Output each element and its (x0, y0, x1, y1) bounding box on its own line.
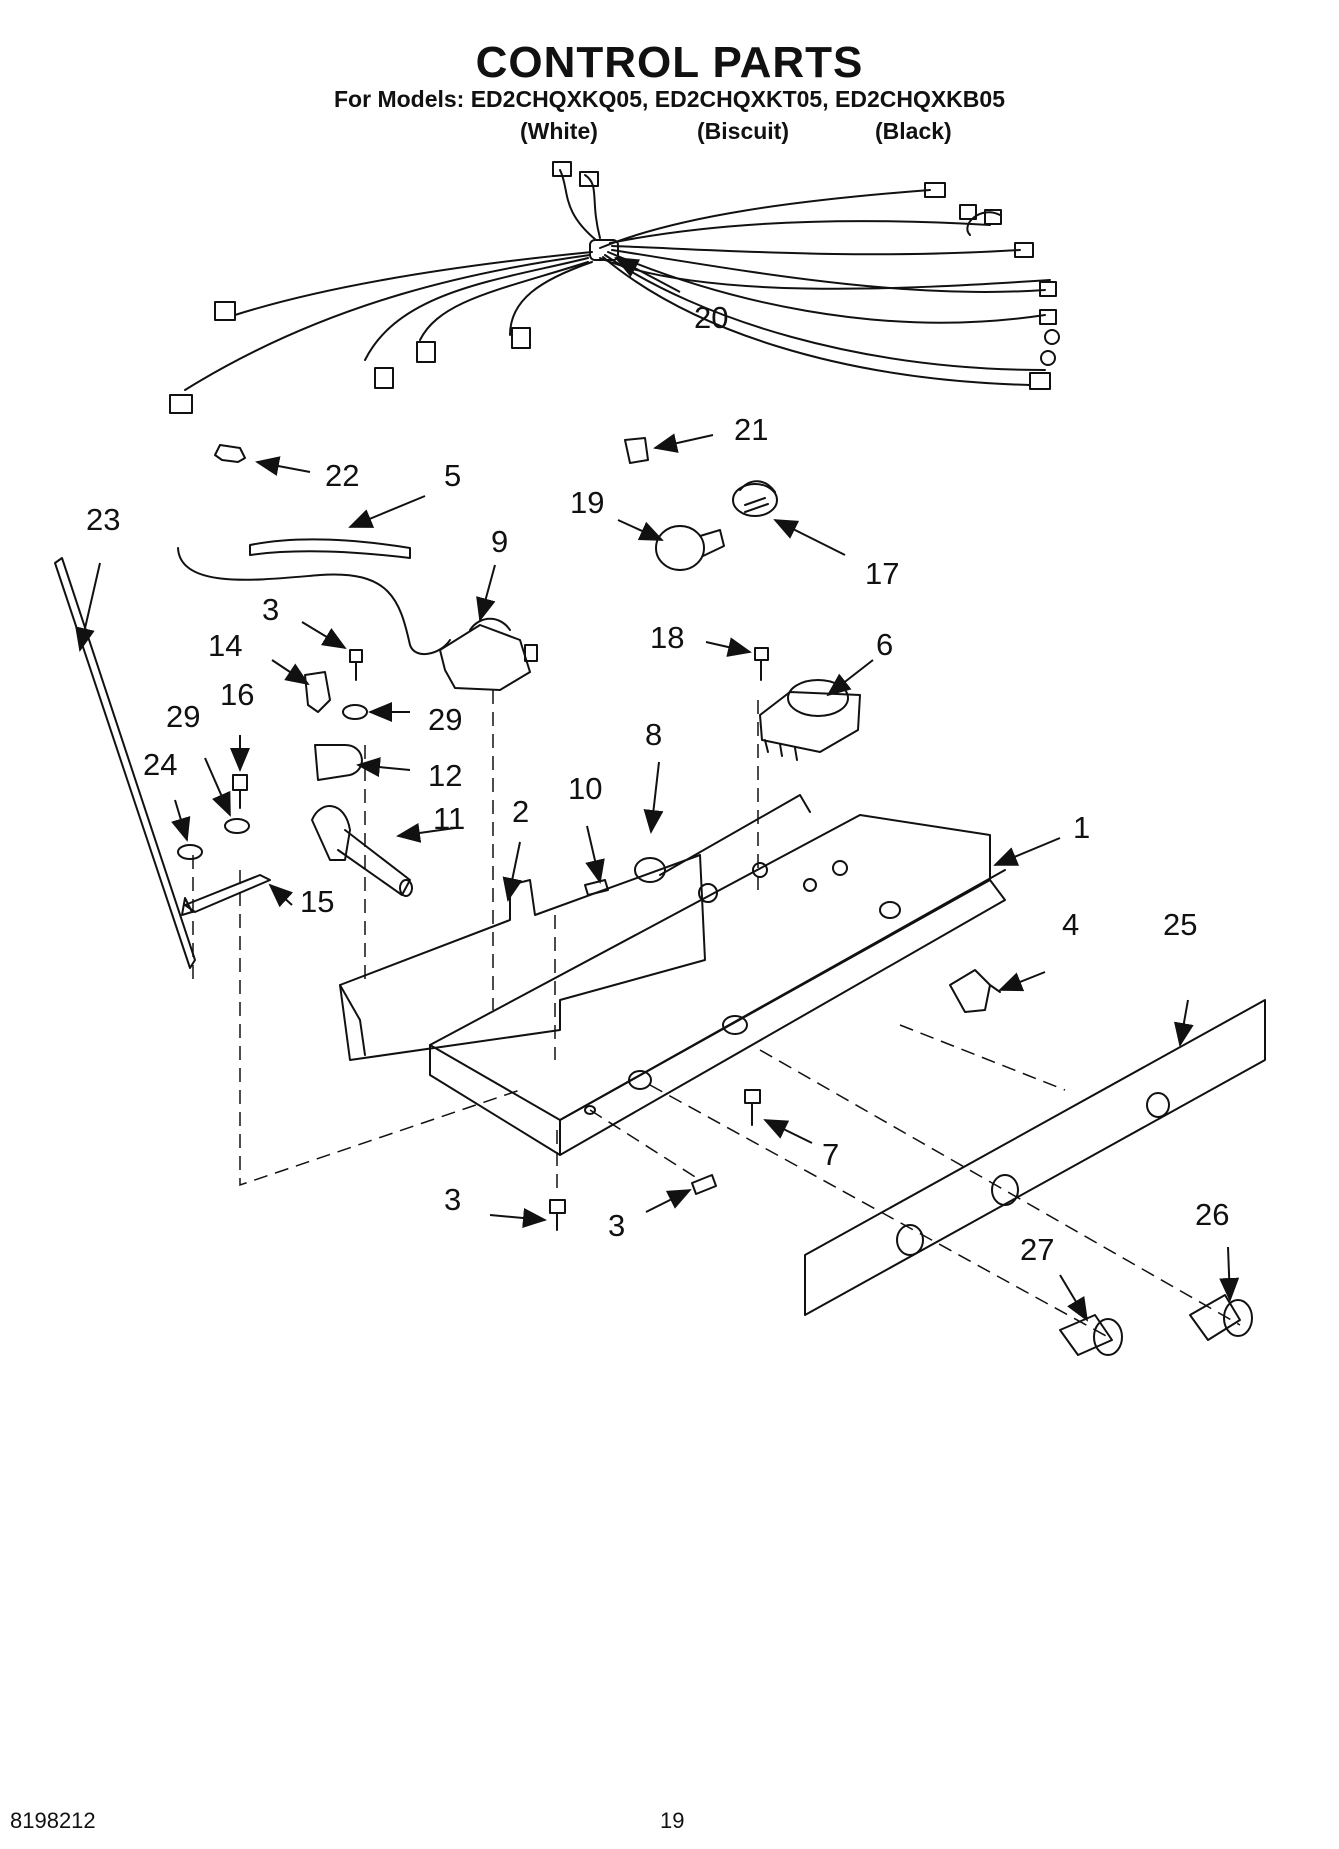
callout-26: 26 (1195, 1197, 1229, 1232)
callout-25: 25 (1163, 907, 1197, 942)
callout-23: 23 (86, 502, 120, 537)
models-line: For Models: ED2CHQXKQ05, ED2CHQXKT05, ED… (334, 86, 1005, 112)
page-number: 19 (660, 1808, 685, 1833)
shaft-11 (311, 805, 413, 897)
alignment-lines (192, 690, 1241, 1338)
doc-number: 8198212 (10, 1808, 96, 1833)
callout-18: 18 (650, 620, 684, 655)
defrost-timer-6 (759, 679, 861, 761)
rod-23 (54, 557, 196, 969)
control-housing-1 (429, 794, 1006, 1156)
callout-8: 8 (645, 717, 662, 752)
callout-11: 11 (433, 801, 465, 836)
tube-5 (249, 538, 411, 559)
callout-29-right: 29 (428, 702, 462, 737)
screw-16 (232, 774, 248, 809)
lamp-socket (732, 480, 778, 517)
callout-14: 14 (208, 628, 242, 663)
screw-18 (754, 647, 769, 681)
callout-27: 27 (1020, 1232, 1054, 1267)
callout-10: 10 (568, 771, 602, 806)
washer-29-left (224, 818, 250, 834)
callout-9: 9 (491, 524, 508, 559)
callout-29-left: 29 (166, 699, 200, 734)
screw-3-lower-left (549, 1199, 566, 1231)
screw-3-upper (349, 649, 363, 681)
callout-5: 5 (444, 458, 461, 493)
bracket-2 (339, 854, 706, 1061)
page-title: CONTROL PARTS (475, 38, 864, 87)
callout-22: 22 (325, 458, 359, 493)
front-panel-25 (804, 999, 1266, 1316)
capillary-line (177, 547, 451, 655)
leader-arrows (75, 257, 1240, 1322)
switch-4 (949, 969, 1001, 1013)
variant-biscuit: (Biscuit) (697, 118, 789, 144)
callout-6: 6 (876, 627, 893, 662)
washer-29-right (342, 704, 368, 720)
knob-27 (1059, 1314, 1123, 1356)
callout-1: 1 (1073, 810, 1090, 845)
callout-17: 17 (865, 556, 899, 591)
callout-24: 24 (143, 747, 177, 782)
clip-22 (214, 444, 246, 463)
callout-4: 4 (1062, 907, 1079, 942)
callout-2: 2 (512, 794, 529, 829)
variant-black: (Black) (875, 118, 952, 144)
variant-white: (White) (520, 118, 598, 144)
callout-21: 21 (734, 412, 768, 447)
callout-15: 15 (300, 884, 334, 919)
callout-12: 12 (428, 758, 462, 793)
callout-19: 19 (570, 485, 604, 520)
callout-20: 20 (694, 300, 728, 335)
clip-21 (624, 437, 649, 464)
callout-16: 16 (220, 677, 254, 712)
screw-3-lower-right (691, 1174, 717, 1195)
screw-7 (744, 1089, 761, 1126)
grommet-8 (634, 857, 666, 883)
bracket-14 (304, 671, 331, 713)
lever-15 (181, 874, 271, 916)
callout-7: 7 (822, 1137, 839, 1172)
callout-3-upper: 3 (262, 592, 279, 627)
wire-harness (169, 161, 1060, 414)
cold-control-9 (439, 617, 538, 691)
washer-24 (177, 844, 203, 860)
lamp-bulb (655, 525, 725, 571)
callout-3-lower-right: 3 (608, 1208, 625, 1243)
callout-3-lower-left: 3 (444, 1182, 461, 1217)
clamp-12 (314, 744, 363, 781)
